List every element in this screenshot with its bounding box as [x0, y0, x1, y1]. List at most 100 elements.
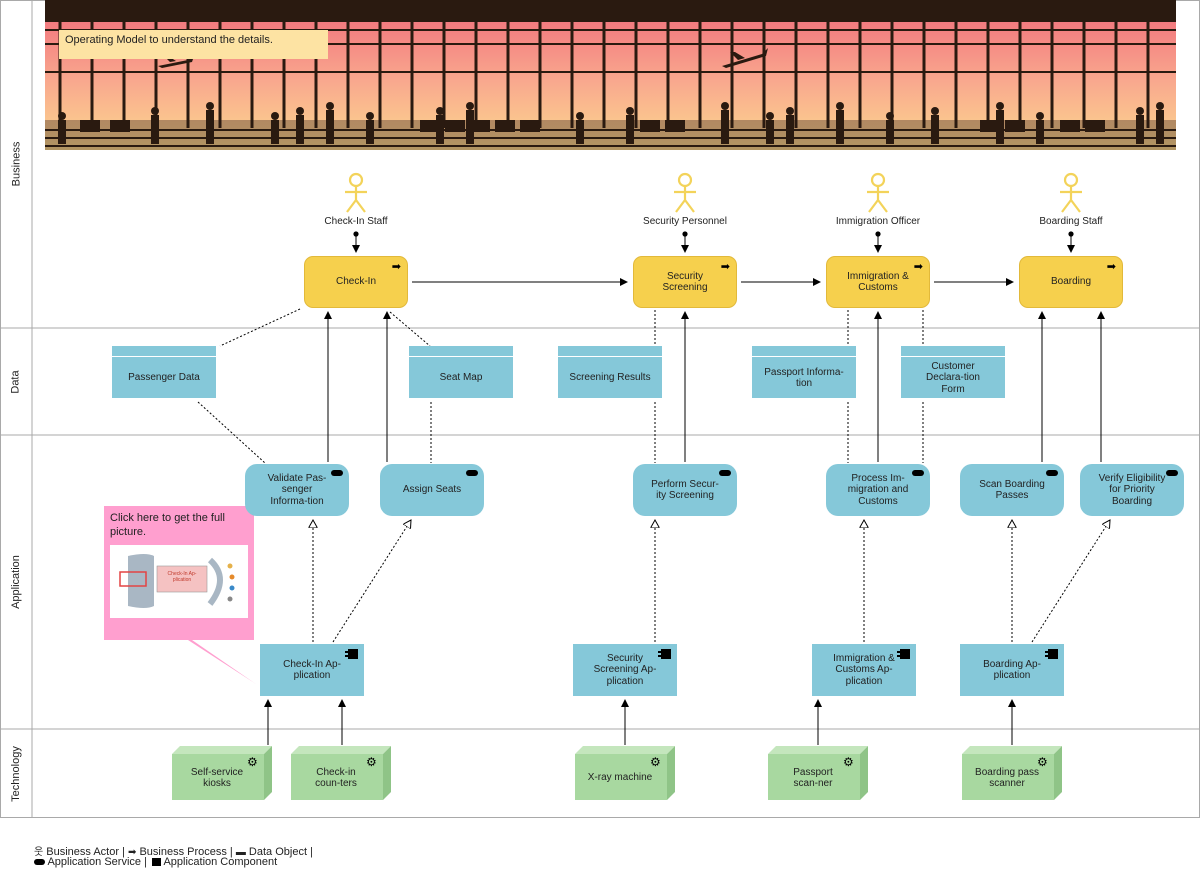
- business-actor-icon: [867, 172, 889, 213]
- application-component-icon: [658, 649, 671, 659]
- service-label: Scan Boarding Passes: [979, 478, 1045, 502]
- component-check-in-application[interactable]: Check-In Ap-plication: [260, 644, 364, 696]
- person-silhouette: [151, 107, 159, 144]
- legend-actor: Business Actor |: [46, 846, 125, 858]
- data-object-label: Customer Declara-tion Form: [926, 360, 980, 395]
- component-label: Security Screening Ap-plication: [593, 652, 657, 687]
- legend-component: Application Component: [163, 856, 278, 868]
- callout-balloon[interactable]: [104, 506, 256, 684]
- person-silhouette: [721, 102, 729, 144]
- application-service-icon: [331, 470, 343, 476]
- service-label: Process Im-migration and Customs: [847, 472, 909, 507]
- component-immigration-customs-application[interactable]: Immigration & Customs Ap-plication: [812, 644, 916, 696]
- data-object-header: [409, 346, 513, 357]
- legend-data-object: Data Object |: [248, 846, 313, 858]
- lane-label-technology: Technology: [10, 745, 22, 802]
- lounge-seat: [80, 120, 100, 132]
- callout-text[interactable]: Click here to get the full picture.: [110, 512, 225, 539]
- process-label: Security Screening: [662, 270, 708, 294]
- serving-lines: [324, 311, 1105, 462]
- node-self-service-kiosks[interactable]: ⚙ Self-service kiosks: [172, 746, 276, 802]
- actor-check-in-staff[interactable]: Check-In Staff: [324, 216, 388, 227]
- service-label: Validate Pas-senger Informa-tion: [267, 472, 327, 507]
- process-arrow-icon: ➡: [391, 261, 401, 273]
- service-perform-security-screening[interactable]: Perform Secur-ity Screening: [633, 464, 737, 516]
- person-silhouette: [886, 112, 894, 144]
- person-silhouette: [366, 112, 374, 144]
- lane-label-data: Data: [10, 369, 22, 394]
- application-component-icon: [345, 649, 358, 659]
- actor-immigration-officer[interactable]: Immigration Officer: [835, 216, 921, 227]
- component-label: Immigration & Customs Ap-plication: [833, 652, 895, 687]
- node-x-ray-machine[interactable]: ⚙ X-ray machine: [575, 746, 679, 802]
- business-actor-icon: [1060, 172, 1082, 213]
- person-silhouette: [836, 102, 844, 144]
- callout-thumbnail-label: Check-In Ap-plication: [167, 571, 197, 583]
- realization-lines: [313, 520, 1110, 643]
- data-object-screening-results[interactable]: Screening Results: [558, 346, 662, 398]
- application-service-icon: [912, 470, 924, 476]
- service-label: Assign Seats: [402, 484, 462, 496]
- node-label: Passport scan-ner: [793, 766, 833, 790]
- process-check-in[interactable]: ➡ Check-In: [304, 256, 408, 308]
- person-silhouette: [626, 107, 634, 144]
- person-silhouette: [58, 112, 66, 144]
- component-boarding-application[interactable]: Boarding Ap-plication: [960, 644, 1064, 696]
- process-arrow-icon: ➡: [1106, 261, 1116, 273]
- process-security-screening[interactable]: ➡ Security Screening: [633, 256, 737, 308]
- lounge-seat: [110, 120, 130, 132]
- application-service-icon: [719, 470, 731, 476]
- process-immigration-customs[interactable]: ➡ Immigration & Customs: [826, 256, 930, 308]
- service-scan-boarding-passes[interactable]: Scan Boarding Passes: [960, 464, 1064, 516]
- lane-label-application: Application: [10, 555, 23, 609]
- application-component-icon: [897, 649, 910, 659]
- component-label: Boarding Ap-plication: [983, 658, 1041, 682]
- gear-icon: ⚙: [1037, 755, 1048, 769]
- actor-boarding-staff[interactable]: Boarding Staff: [1039, 216, 1103, 227]
- application-service-icon: [34, 859, 45, 866]
- person-silhouette: [206, 102, 214, 144]
- application-service-icon: [1046, 470, 1058, 476]
- service-label: Verify Eligibility for Priority Boarding: [1098, 472, 1166, 507]
- node-box-shape: [962, 746, 1062, 800]
- gear-icon: ⚙: [843, 755, 854, 769]
- lounge-seat: [520, 120, 540, 132]
- application-component-icon: [1045, 649, 1058, 659]
- actor-security-personnel[interactable]: Security Personnel: [643, 216, 727, 227]
- gear-icon: ⚙: [366, 755, 377, 769]
- component-label: Check-In Ap-plication: [283, 658, 341, 682]
- node-passport-scanner[interactable]: ⚙ Passport scan-ner: [768, 746, 872, 802]
- component-security-screening-application[interactable]: Security Screening Ap-plication: [573, 644, 677, 696]
- legend-line-1: 웃 Business Actor | ➡ Business Process | …: [34, 843, 313, 858]
- person-silhouette: [766, 112, 774, 144]
- operating-model-note[interactable]: Operating Model to understand the detail…: [59, 30, 328, 59]
- process-boarding[interactable]: ➡ Boarding: [1019, 256, 1123, 308]
- process-arrow-icon: ➡: [913, 261, 923, 273]
- data-object-label: Seat Map: [439, 372, 483, 384]
- node-boarding-pass-scanner[interactable]: ⚙ Boarding pass scanner: [962, 746, 1066, 802]
- application-service-icon: [466, 470, 478, 476]
- node-check-in-counters[interactable]: ⚙ Check-in coun-ters: [291, 746, 395, 802]
- node-box-shape: [768, 746, 868, 800]
- service-verify-eligibility-priority-boarding[interactable]: Verify Eligibility for Priority Boarding: [1080, 464, 1184, 516]
- legend-service: Application Service |: [47, 856, 147, 868]
- process-label: Check-In: [335, 276, 376, 288]
- tech-serving-lines: [264, 699, 1016, 745]
- lounge-seat: [1060, 120, 1080, 132]
- data-object-passport-information[interactable]: Passport Informa-tion: [752, 346, 856, 398]
- lounge-seat: [470, 120, 490, 132]
- person-silhouette: [576, 112, 584, 144]
- data-object-seat-map[interactable]: Seat Map: [409, 346, 513, 398]
- data-object-customer-declaration-form[interactable]: Customer Declara-tion Form: [901, 346, 1005, 398]
- business-process-icon: ➡: [128, 847, 137, 858]
- lounge-seat: [495, 120, 515, 132]
- service-validate-passenger-information[interactable]: Validate Pas-senger Informa-tion: [245, 464, 349, 516]
- data-object-icon: ▬: [235, 847, 246, 858]
- lounge-seat: [980, 120, 1000, 132]
- gear-icon: ⚙: [247, 755, 258, 769]
- service-process-immigration-customs[interactable]: Process Im-migration and Customs: [826, 464, 930, 516]
- service-assign-seats[interactable]: Assign Seats: [380, 464, 484, 516]
- node-label: X-ray machine: [587, 772, 653, 784]
- data-object-label: Screening Results: [569, 372, 651, 384]
- data-object-passenger-data[interactable]: Passenger Data: [112, 346, 216, 398]
